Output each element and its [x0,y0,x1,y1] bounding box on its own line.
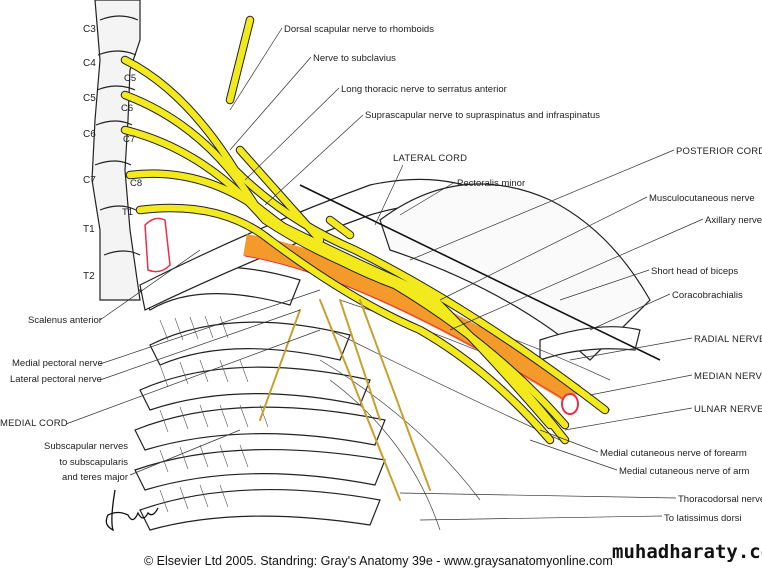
rib-cage [134,266,386,531]
copyright-credit: © Elsevier Ltd 2005. Standring: Gray's A… [144,554,613,568]
root-label: C6 [121,103,134,114]
label-med-cut-forearm: Medial cutaneous nerve of forearm [600,448,747,459]
label-latissimus: To latissimus dorsi [664,513,742,524]
label-thoracodorsal: Thoracodorsal nerve [678,494,762,505]
label-long-thoracic: Long thoracic nerve to serratus anterior [341,84,507,95]
label-medial-pectoral: Medial pectoral nerve [12,358,103,369]
leader-lines [65,27,704,521]
artist-signature [105,489,159,532]
label-short-head-biceps: Short head of biceps [651,266,739,277]
vertebra-label: T1 [83,224,95,235]
label-axillary: Axillary nerve [705,215,762,226]
vertebra-label: C6 [83,129,96,140]
label-coracobrachialis: Coracobrachialis [672,290,743,301]
root-label: T1 [122,207,134,218]
cervical-spine [91,0,141,301]
label-nerve-to-subclavius: Nerve to subclavius [313,53,396,64]
pectoralis-minor-outline [299,184,661,361]
vertebra-label: C7 [83,175,96,186]
vertebra-label: C3 [83,24,96,35]
label-subscapular-1: Subscapular nerves [44,441,128,452]
label-subscapular-3: and teres major [61,472,128,483]
label-lateral-cord: LATERAL CORD [393,153,468,164]
label-dorsal-scapular: Dorsal scapular nerve to rhomboids [284,24,434,35]
axillary-artery [144,217,581,415]
nerves [120,15,610,501]
label-ulnar-nerve: ULNAR NERVE [694,404,762,415]
watermark-brand: muhadharaty.com [612,541,762,563]
label-med-cut-arm: Medial cutaneous nerve of arm [619,466,750,477]
vertebra-label: C4 [83,58,96,69]
label-median-nerve: MEDIAN NERVE [694,371,762,382]
label-subscapular-2: to subscapularis [59,457,128,468]
label-musculocutaneous: Musculocutaneous nerve [649,193,755,204]
root-label: C7 [123,134,136,145]
vertebra-label: T2 [83,271,95,282]
label-suprascapular: Suprascapular nerve to supraspinatus and… [365,110,601,121]
root-label: C5 [124,73,137,84]
label-medial-cord: MEDIAL CORD [0,418,68,429]
label-radial-nerve: RADIAL NERVE [694,334,762,345]
label-pectoralis-minor: Pectoralis minor [457,178,526,189]
root-label: C8 [130,178,143,189]
label-scalenus-anterior: Scalenus anterior [28,315,102,326]
label-posterior-cord: POSTERIOR CORD [676,146,762,157]
label-lateral-pectoral: Lateral pectoral nerve [10,374,102,385]
vertebra-label: C5 [83,93,96,104]
clavicle-and-shoulder [139,178,651,361]
